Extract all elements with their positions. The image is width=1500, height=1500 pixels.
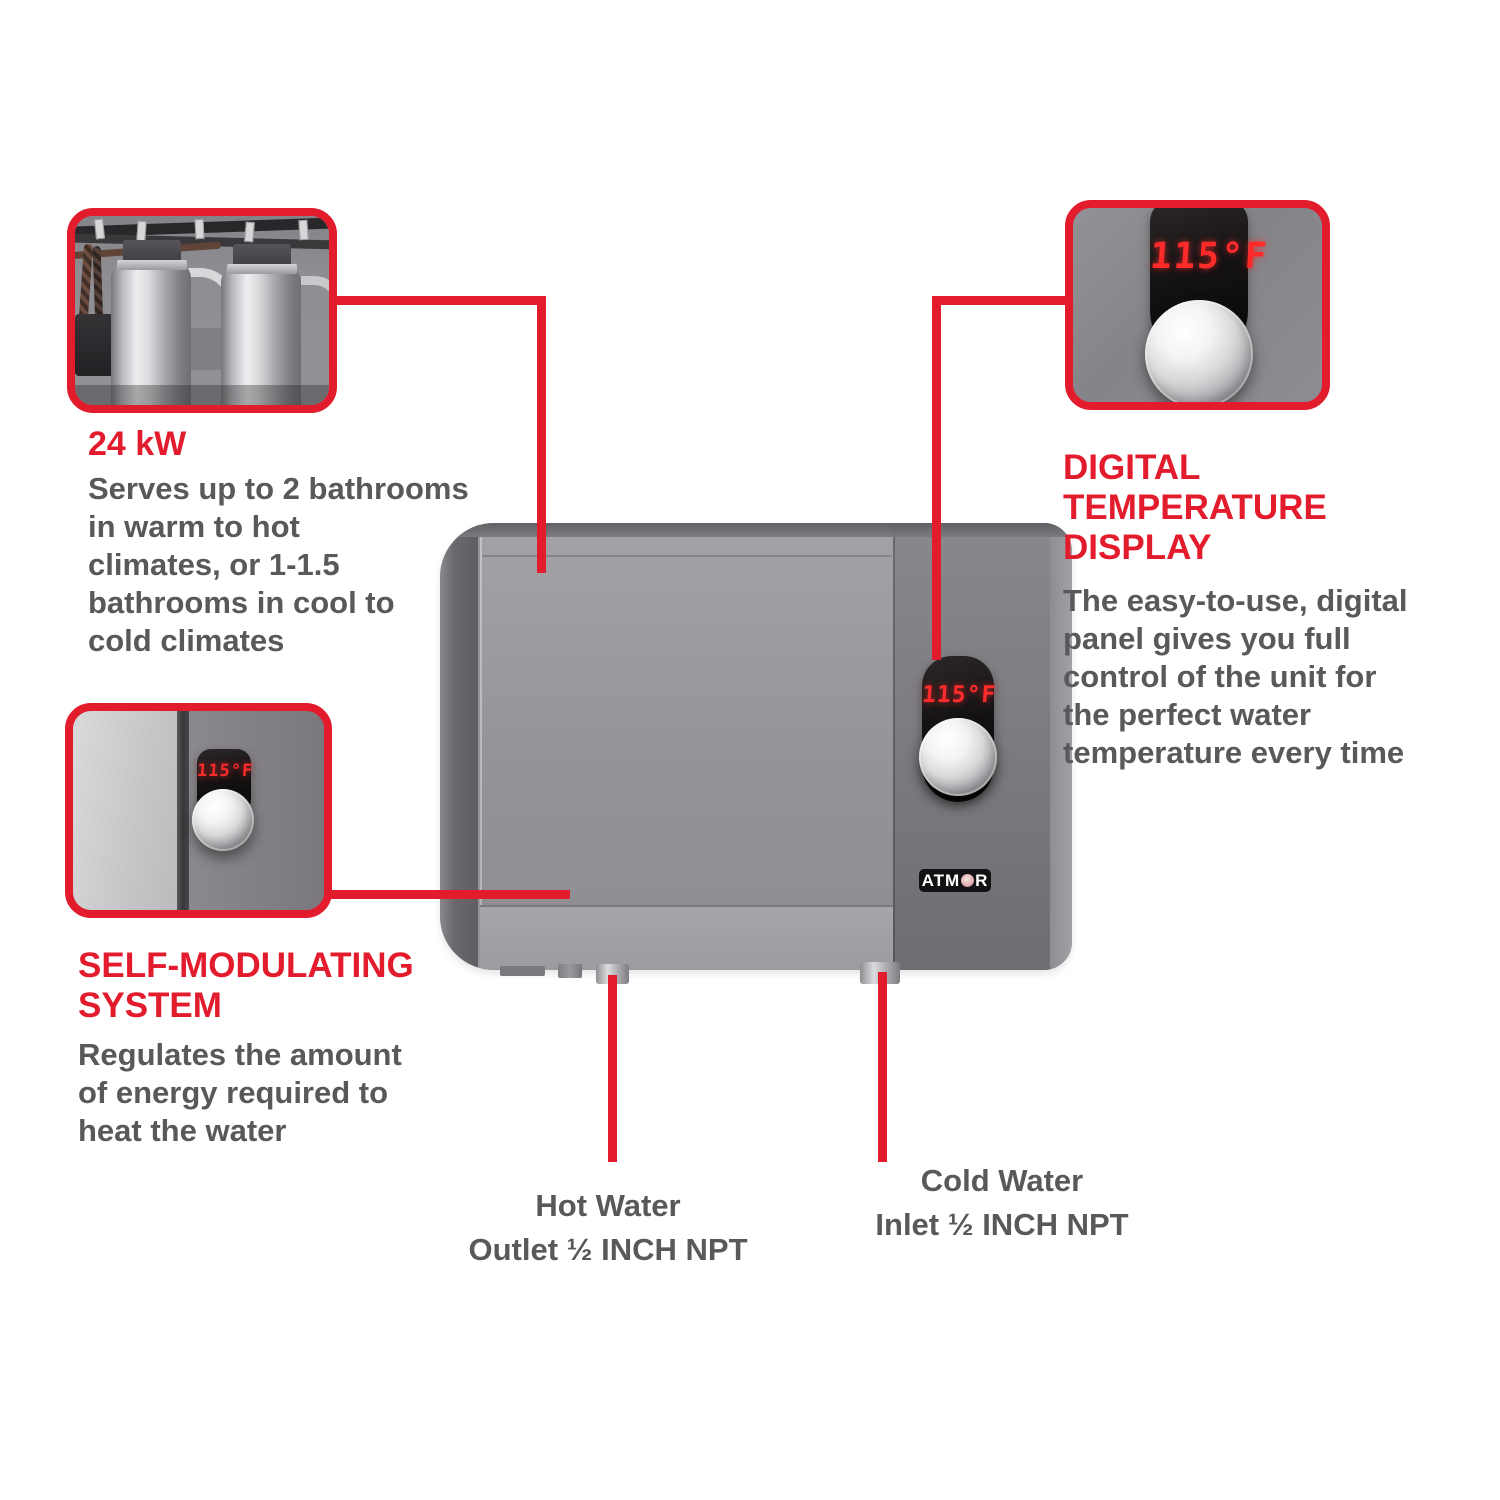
digital-display-photo: 115°F [1073,208,1322,402]
heating-element-cylinder [111,262,191,405]
temperature-readout: 115°F [1148,236,1270,277]
unit-top-bevel [440,523,1072,537]
brand-o-icon [961,874,975,887]
unit-left-highlight [478,523,482,970]
brand-logo: ATM R [919,869,991,892]
feature-power: 24 kW Serves up to 2 bathrooms in warm t… [88,424,518,660]
connector-power-vertical [537,296,546,573]
zip-tie-icon [298,219,309,241]
element-bracket-icon [227,264,297,274]
manifold-icon [187,328,225,370]
connector-cold-inlet [878,972,887,1162]
zip-tie-icon [244,221,255,243]
temperature-knob [919,718,997,796]
panel-seam [177,711,189,910]
fitting-icon [558,964,582,978]
hot-water-outlet-label: Hot Water Outlet ½ INCH NPT [468,1188,748,1267]
feature-self-modulating: SELF-MODULATING SYSTEM Regulates the amo… [78,946,508,1150]
zip-tie-icon [136,220,147,242]
feature-selfmod-body: Regulates the amount of energy required … [78,1037,402,1148]
temperature-knob [192,789,254,851]
cold-water-inlet-label: Cold Water Inlet ½ INCH NPT [875,1163,1129,1242]
temperature-readout: 115°F [921,682,998,708]
unit-side-panel [73,711,177,910]
feature-digital-body: The easy-to-use, digital panel gives you… [1063,583,1408,770]
connector-hot-outlet [608,975,617,1162]
callout-photo-self-modulating: 115°F [65,703,332,918]
feature-digital-heading: DIGITAL TEMPERATURE DISPLAY [1063,448,1327,567]
zip-tie-icon [194,218,205,240]
self-modulating-photo: 115°F [73,711,324,910]
mounting-bracket-icon [500,966,545,976]
element-bracket-icon [117,260,187,270]
feature-power-body: Serves up to 2 bathrooms in warm to hot … [88,471,469,658]
zip-tie-icon [93,218,106,240]
callout-photo-heating-elements [67,208,337,413]
feature-selfmod-heading: SELF-MODULATING SYSTEM [78,946,414,1025]
water-heater-unit: 115°F ATM R [440,523,1072,970]
heating-element-cylinder [221,266,301,405]
unit-face-seam [482,555,892,557]
unit-bottom-band [480,905,895,970]
chrome-pipe-icon [301,276,329,395]
unit-right-edge [1050,523,1072,970]
photo-shadow [75,385,329,405]
temperature-readout: 115°F [196,761,254,781]
connector-display-horizontal [932,296,1068,305]
temperature-knob [1145,300,1253,402]
callout-photo-digital-display: 115°F [1065,200,1330,410]
feature-power-heading: 24 kW [88,425,187,463]
feature-digital-display: DIGITAL TEMPERATURE DISPLAY The easy-to-… [1063,448,1443,772]
heating-elements-photo [75,216,329,405]
brand-text-prefix: ATM [921,870,961,890]
connector-power-horizontal [333,296,546,305]
hot-water-outlet-pipe [596,964,629,984]
connector-display-vertical [932,296,941,660]
connector-selfmod-horizontal [330,890,570,899]
brand-text-suffix: R [975,870,989,890]
